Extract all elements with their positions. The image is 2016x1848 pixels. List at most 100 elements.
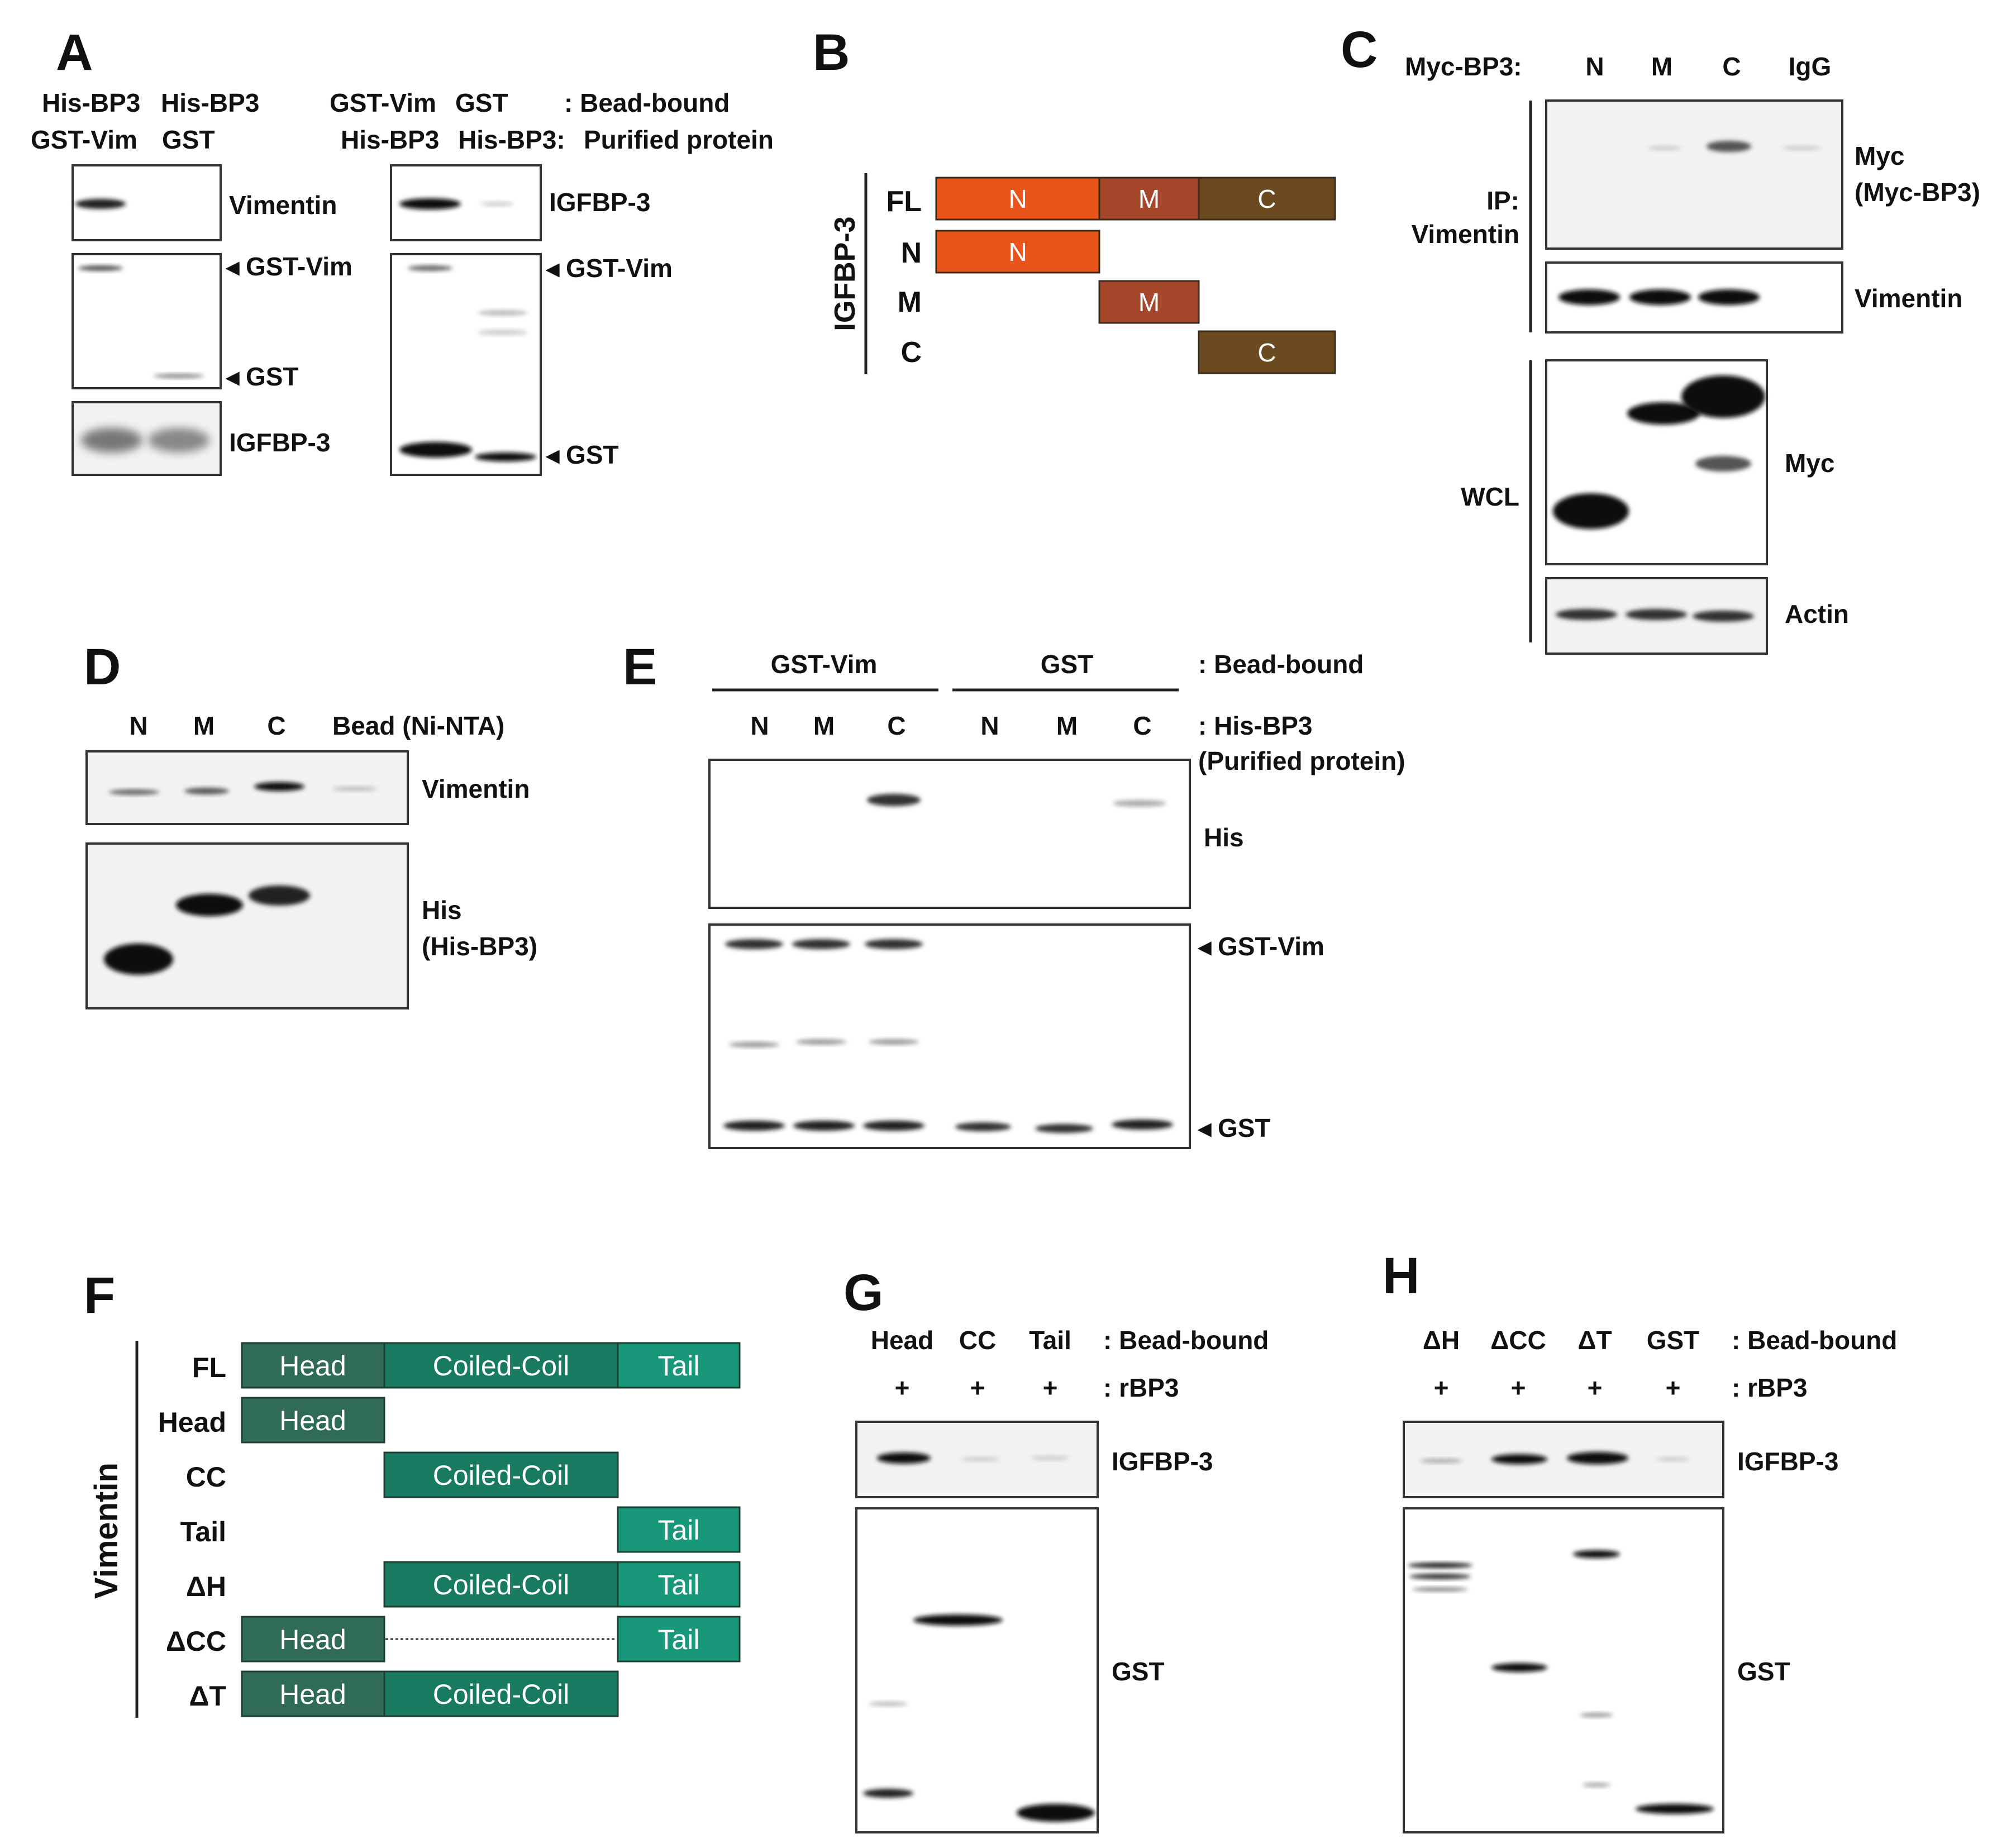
panel-a-left-header-top-2: His-BP3 — [161, 88, 259, 117]
band — [863, 1121, 924, 1131]
band — [1031, 1456, 1070, 1460]
band — [1629, 289, 1691, 305]
blot-g-gst — [855, 1507, 1099, 1833]
panel-g-plus-2: + — [970, 1373, 985, 1402]
panel-e-lane-5: M — [1056, 711, 1078, 740]
panel-h-lane-dh: ΔH — [1423, 1326, 1460, 1355]
label-e-gst-vim: GST-Vim — [1218, 932, 1324, 961]
segment-f-fl-tail-label: Tail — [657, 1350, 699, 1382]
band — [1035, 1124, 1093, 1133]
segment-f-dh-tail — [617, 1561, 741, 1608]
panel-e-group-suffix: : Bead-bound — [1198, 650, 1364, 679]
panel-h-lane-suffix: : Bead-bound — [1732, 1326, 1897, 1355]
band — [1420, 1459, 1462, 1463]
panel-d-lane-m: M — [193, 711, 215, 740]
band — [1656, 1457, 1690, 1461]
panel-a-left-header-bottom-2: GST — [162, 125, 215, 154]
panel-g-lane-suffix: : Bead-bound — [1103, 1326, 1269, 1355]
panel-c-letter: C — [1341, 21, 1378, 78]
panel-a-right-header-top-suffix: : Bead-bound — [564, 88, 730, 117]
band — [1491, 1454, 1547, 1464]
band — [869, 1039, 919, 1045]
panel-h-lane-dt: ΔT — [1577, 1326, 1612, 1355]
panel-d-lane-bead: Bead (Ni-NTA) — [332, 711, 504, 740]
panel-c-lane-igg: IgG — [1789, 52, 1832, 81]
band — [81, 428, 142, 453]
label-c-vimentin: Vimentin — [1855, 284, 1962, 313]
band — [332, 787, 377, 791]
band — [176, 894, 243, 916]
band — [1412, 1587, 1468, 1592]
panel-f-axis-label: Vimentin — [88, 1463, 125, 1599]
arrow-a-left-gst-vim: ◂ — [225, 252, 240, 281]
blot-c-vimentin-ip — [1545, 261, 1843, 334]
panel-e-lane-suffix-2: (Purified protein) — [1198, 746, 1405, 775]
segment-f-dh-tail-label: Tail — [657, 1569, 699, 1601]
band — [865, 939, 923, 949]
panel-h-letter: H — [1383, 1247, 1419, 1304]
band — [955, 1122, 1011, 1131]
panel-a-left-header-bottom-1: GST-Vim — [31, 125, 137, 154]
panel-g-lane-tail: Tail — [1029, 1326, 1071, 1355]
band — [1408, 1563, 1472, 1568]
blot-a-left-gst — [72, 253, 222, 389]
segment-f-head — [241, 1397, 385, 1444]
panel-b-row-fl: FL — [886, 185, 922, 218]
band — [154, 374, 204, 378]
band — [1113, 800, 1166, 807]
segment-f-fl-head — [241, 1342, 385, 1389]
band — [478, 310, 528, 316]
panel-f-row-dcc: ΔCC — [166, 1626, 226, 1657]
band — [961, 1457, 1000, 1461]
band — [184, 788, 229, 794]
panel-h-plus-suffix: : rBP3 — [1732, 1373, 1807, 1402]
band — [796, 1039, 846, 1045]
band — [480, 202, 514, 206]
band — [729, 1042, 779, 1047]
band — [1409, 1574, 1471, 1579]
band — [475, 453, 536, 461]
segment-f-dt-head-label: Head — [279, 1679, 346, 1710]
segment-f-fl-head-label: Head — [279, 1350, 346, 1382]
panel-h: H ΔH ΔCC ΔT GST : Bead-bound + + + + : r… — [1383, 1247, 1897, 1833]
panel-e-lane-1: N — [750, 711, 769, 740]
panel-h-plus-1: + — [1434, 1373, 1449, 1402]
panel-c-header: Myc-BP3: — [1405, 52, 1522, 81]
band — [399, 198, 461, 209]
band — [792, 939, 850, 949]
panel-h-lane-gst: GST — [1647, 1326, 1700, 1355]
arrow-e-gst-vim: ◂ — [1197, 932, 1212, 961]
panel-d: D N M C Bead (Ni-NTA) Vimentin His (His-… — [84, 639, 537, 1009]
segment-f-dh-cc-label: Coiled-Coil — [433, 1569, 570, 1601]
band — [478, 330, 528, 335]
panel-f-row-dt: ΔT — [189, 1680, 226, 1712]
segment-f-tail — [617, 1506, 741, 1553]
panel-e-letter: E — [623, 639, 657, 696]
segment-f-tail-label: Tail — [657, 1514, 699, 1546]
band — [254, 782, 304, 791]
band — [1583, 1783, 1610, 1787]
panel-d-letter: D — [84, 639, 121, 696]
band — [1573, 1550, 1620, 1558]
label-a-left-igfbp3: IGFBP-3 — [229, 428, 330, 457]
panel-f: F Vimentin FL Head CC Tail ΔH ΔCC ΔT Hea… — [84, 1267, 741, 1718]
panel-g-plus-1: + — [895, 1373, 910, 1402]
band — [867, 794, 921, 806]
blot-d-his — [85, 842, 409, 1009]
label-a-right-gst-vim: GST-Vim — [566, 254, 673, 283]
band — [1681, 375, 1765, 418]
segment-fl-c — [1198, 177, 1336, 221]
label-e-his: His — [1204, 823, 1244, 852]
panel-e-lane-6: C — [1133, 711, 1151, 740]
label-a-right-gst: GST — [566, 440, 619, 469]
panel-c-ip-label-1: IP: — [1486, 186, 1519, 215]
arrow-e-gst: ◂ — [1197, 1113, 1212, 1142]
band — [877, 1452, 931, 1464]
segment-f-dcc-head-label: Head — [279, 1624, 346, 1655]
panel-e-group-gst-vim: GST-Vim — [771, 650, 878, 679]
panel-c-lane-n: N — [1585, 52, 1604, 81]
band — [793, 1121, 855, 1131]
band — [1017, 1804, 1095, 1822]
panel-f-letter: F — [84, 1267, 115, 1324]
band — [1556, 609, 1617, 620]
